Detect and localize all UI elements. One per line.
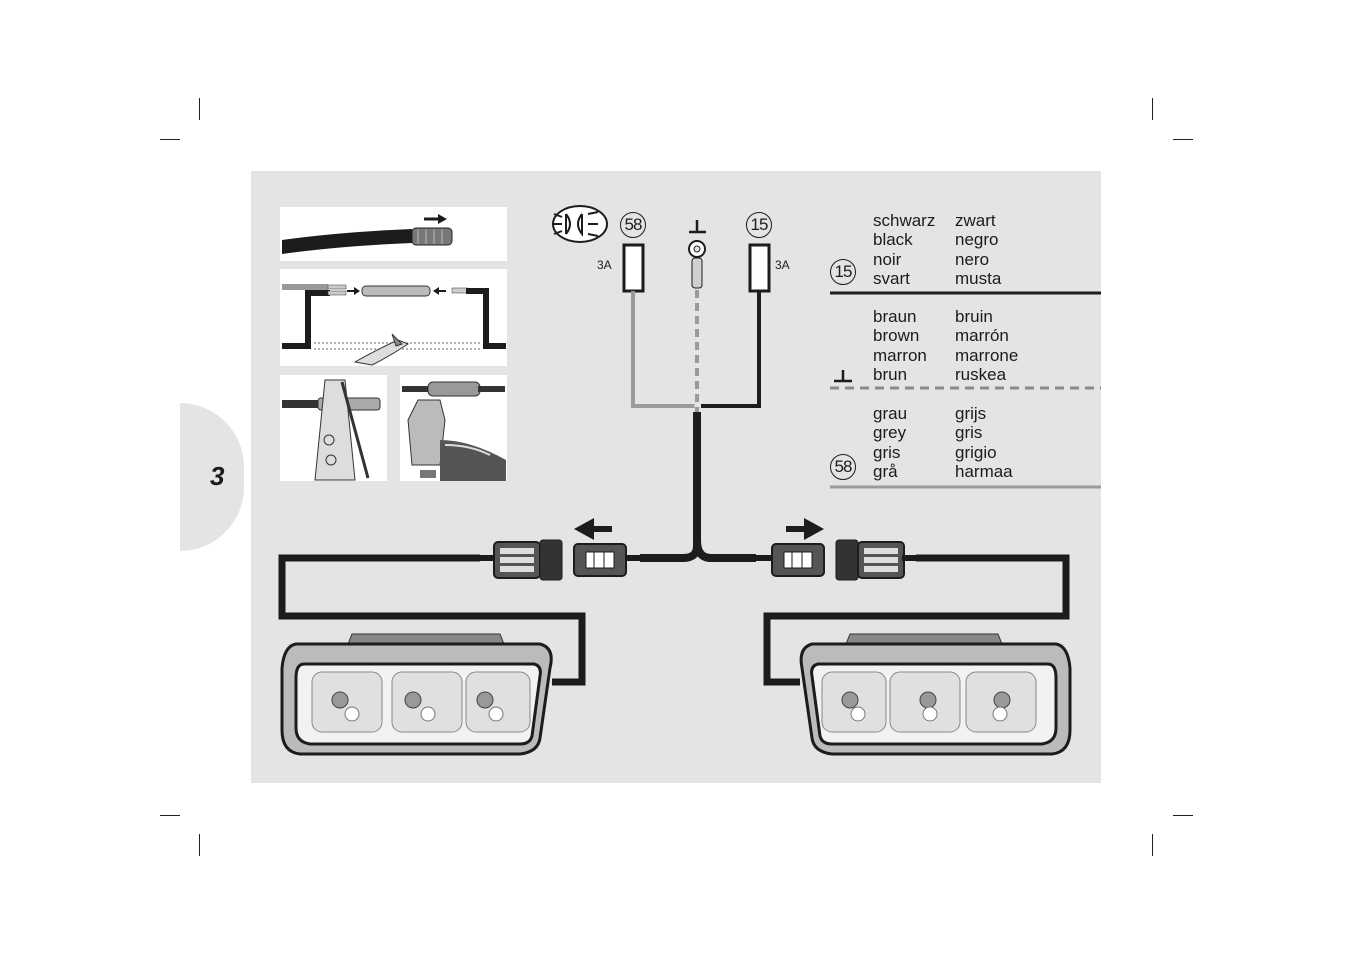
fuse-left-rating: 3A (597, 258, 612, 272)
legend-text: svart (873, 269, 910, 289)
legend-black-col2: zwart negro nero musta (955, 211, 1001, 289)
left-lamp-cable (278, 554, 586, 686)
legend-badge-58: 58 (830, 454, 856, 480)
legend-text: ruskea (955, 365, 1007, 385)
step-3-thumbnail (280, 375, 387, 481)
legend-text: musta (955, 269, 1002, 289)
legend-text: harmaa (955, 462, 1013, 482)
fuse-right-rating: 3A (775, 258, 790, 272)
crop-mark (1152, 98, 1153, 120)
legend-text: marrón (955, 326, 1009, 346)
legend-black-col1: schwarz black noir svart (873, 211, 935, 289)
legend-text: grigio (955, 442, 997, 462)
step-2-thumbnail (280, 269, 507, 366)
terminal-58-badge: 58 (620, 212, 646, 238)
crop-mark (1173, 139, 1193, 140)
parking-light-icon (552, 205, 608, 243)
legend-text: negro (955, 230, 999, 250)
crop-mark (1152, 834, 1153, 856)
ground-ring-terminal (688, 240, 706, 289)
step-1-thumbnail (280, 207, 507, 261)
fuse-15 (748, 243, 771, 293)
legend-ground-icon (834, 370, 852, 383)
legend-text: grå (873, 462, 898, 482)
main-harness-right (693, 539, 756, 562)
right-lamp-cable (763, 554, 1070, 686)
wire-58-grey (631, 291, 697, 408)
legend-text: brun (873, 365, 908, 385)
ground-icon (689, 220, 706, 234)
legend-text: nero (955, 249, 990, 269)
legend-text: marron (873, 345, 927, 365)
legend-text: noir (873, 249, 902, 269)
legend-text: bruin (955, 307, 993, 326)
legend-text: brown (873, 326, 920, 346)
legend-text: grey (873, 423, 907, 443)
crop-mark (1173, 815, 1193, 816)
fuse-58 (622, 243, 645, 293)
connector-left (480, 539, 642, 581)
legend-brown-col1: braun brown marron brun (873, 307, 927, 385)
step-4-thumbnail (400, 375, 507, 481)
crop-mark (199, 834, 200, 856)
left-daytime-running-lamp (280, 633, 553, 756)
legend-text: gris (873, 442, 901, 462)
legend-text: zwart (955, 211, 996, 230)
legend-text: braun (873, 307, 917, 326)
legend-text: gris (955, 423, 983, 443)
right-daytime-running-lamp (799, 633, 1072, 756)
legend-text: grijs (955, 404, 987, 423)
arrow-right-icon (786, 518, 824, 540)
wire-15-black (701, 291, 761, 408)
legend-text: marrone (955, 345, 1019, 365)
legend-text: grau (873, 404, 908, 423)
legend-grey-col1: grau grey gris grå (873, 404, 907, 482)
crop-mark (199, 98, 200, 120)
crop-mark (160, 139, 180, 140)
legend-grey-col2: grijs gris grigio harmaa (955, 404, 1013, 482)
legend-text: black (873, 230, 913, 250)
crop-mark (160, 815, 180, 816)
connector-right (754, 539, 918, 581)
legend-badge-15: 15 (830, 259, 856, 285)
legend-text: schwarz (873, 211, 936, 230)
chapter-number: 3 (210, 461, 225, 491)
legend-brown-col2: bruin marrón marrone ruskea (955, 307, 1018, 385)
terminal-15-badge: 15 (746, 212, 772, 238)
arrow-left-icon (574, 518, 612, 540)
main-harness-left (640, 412, 701, 562)
